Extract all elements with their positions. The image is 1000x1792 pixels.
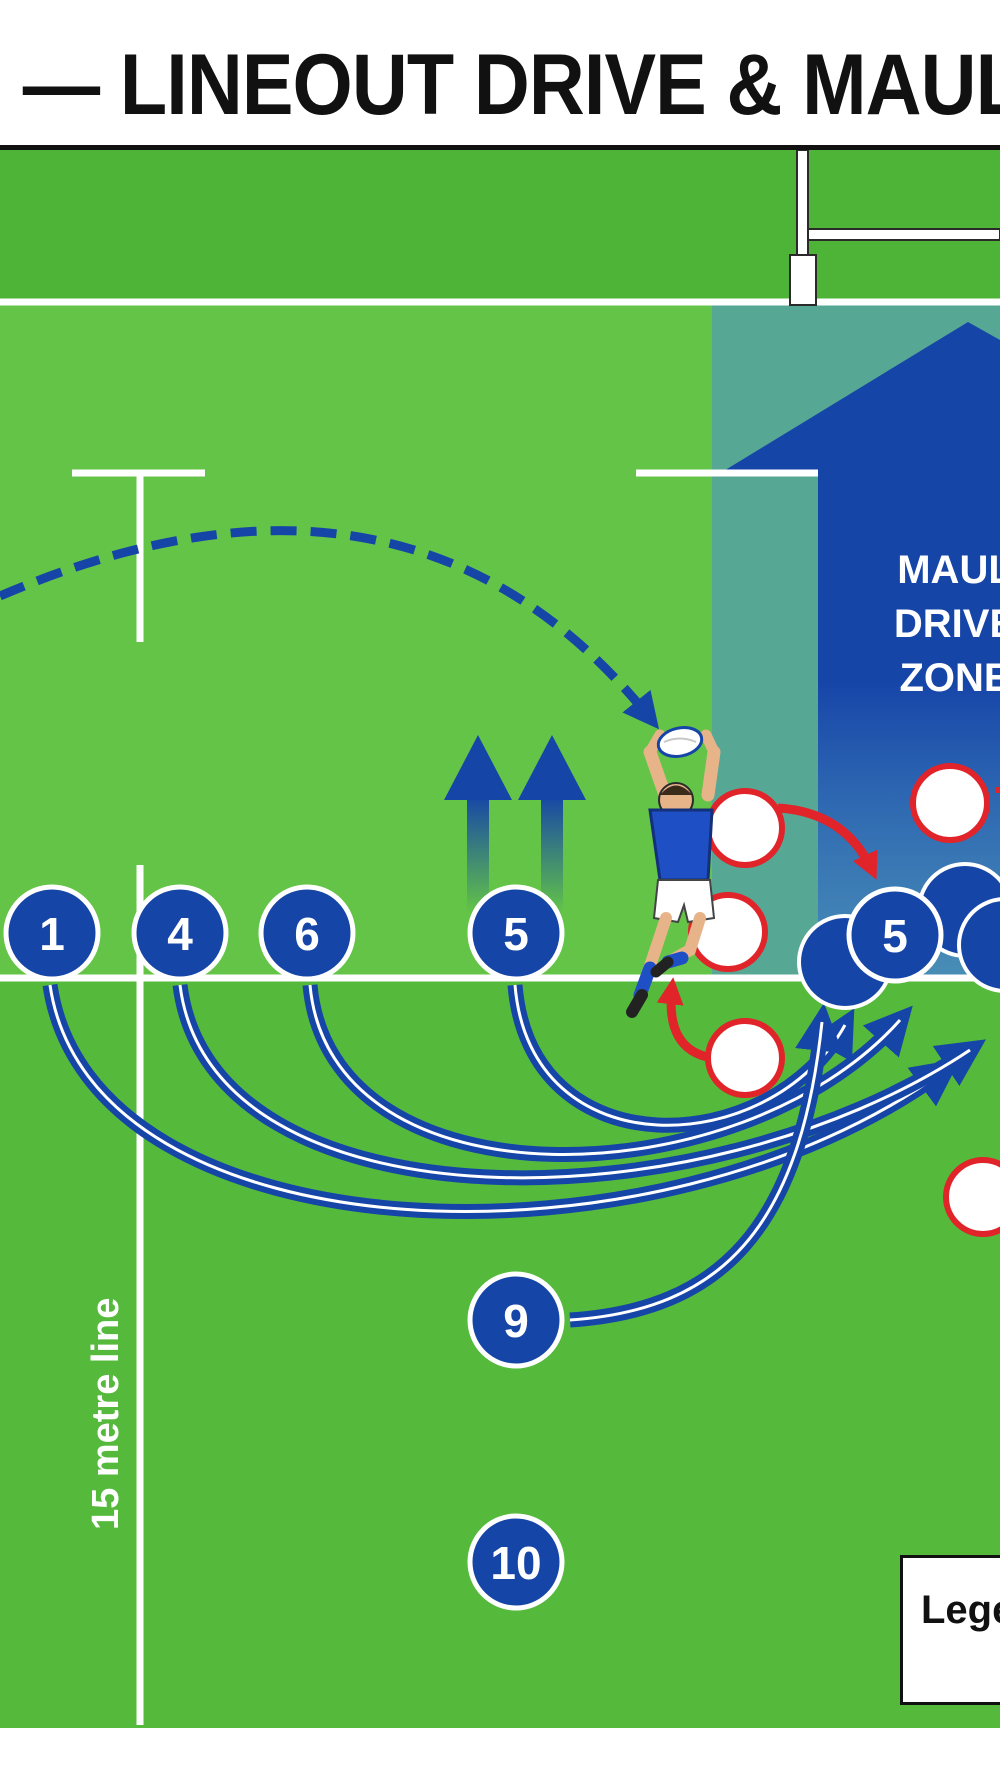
lift-arrows <box>444 735 586 913</box>
lift-arrow-shaft-2 <box>541 795 563 913</box>
opponent-marker-5 <box>943 1157 1000 1237</box>
rugby-ball-icon <box>656 726 704 758</box>
in-goal-area <box>0 150 1000 300</box>
lineout-players: 1 4 6 5 9 10 <box>3 884 565 1611</box>
run-arc-9-inner <box>569 1021 824 1322</box>
player-4: 4 <box>131 884 229 982</box>
legend-title: Legend <box>921 1588 1000 1632</box>
opponent-marker-4 <box>910 763 990 843</box>
throw-path-arrow <box>0 526 660 730</box>
maul-cluster: 5 <box>797 862 1000 1010</box>
fifteen-metre-line-label: 15 metre line <box>85 1298 127 1530</box>
player-5-maul-label: 5 <box>882 910 908 962</box>
player-1-label: 1 <box>39 908 65 960</box>
diagram-title: 2 — LINEOUT DRIVE & MAUL <box>0 37 1000 133</box>
goal-post-icon <box>789 149 1000 306</box>
opponent-arrow-1 <box>777 803 878 880</box>
opponents <box>656 763 1000 1237</box>
player-1: 1 <box>3 884 101 982</box>
player-5-lineout-label: 5 <box>503 908 529 960</box>
zone-label-line-1: MAUL <box>897 548 1000 592</box>
support-runs <box>42 983 986 1328</box>
player-6-label: 6 <box>294 908 320 960</box>
legend-box: Legend <box>900 1555 1000 1705</box>
player-10: 10 <box>467 1513 565 1611</box>
run-arc-4-inner <box>178 984 971 1180</box>
lift-arrow-shaft-1 <box>467 795 489 913</box>
footer-strip <box>0 1728 1000 1792</box>
player-10-label: 10 <box>490 1537 541 1589</box>
player-9: 9 <box>467 1271 565 1369</box>
maul-player-right <box>957 897 1000 993</box>
opponent-arrow-2 <box>656 977 713 1063</box>
title-bar: 2 — LINEOUT DRIVE & MAUL <box>0 0 1000 150</box>
jumping-player-icon <box>626 729 721 1018</box>
opponent-marker-1 <box>705 788 785 868</box>
zone-label-line-3: ZONE <box>899 656 1000 700</box>
player-9-label: 9 <box>503 1295 529 1347</box>
zone-label: MAUL DRIVE ZONE <box>894 548 1000 700</box>
lift-arrow-head-1 <box>444 735 512 800</box>
player-4-label: 4 <box>167 908 193 960</box>
player-6: 6 <box>258 884 356 982</box>
opponent-marker-3 <box>705 1018 785 1098</box>
player-5-maul <box>846 886 944 984</box>
lift-arrow-head-2 <box>518 735 586 800</box>
player-5-lineout: 5 <box>467 884 565 982</box>
zone-label-line-2: DRIVE <box>894 602 1000 646</box>
run-arc-5-inner <box>513 984 847 1127</box>
